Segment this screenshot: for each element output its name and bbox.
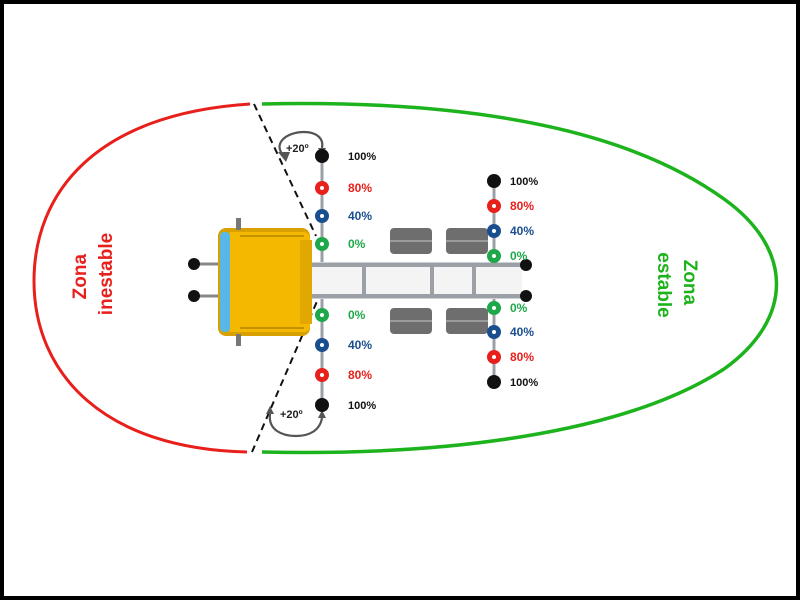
rear-axle-lower-label: 100% (510, 377, 538, 389)
truck-cab (218, 218, 312, 346)
rear-axle-lower-marker (487, 375, 501, 389)
marker-center-dot (492, 330, 496, 334)
extension-markers: 100% 80% 40% 0% 0% 40% 80% 100% 100% 80% 40% 0% 0% 40… (315, 149, 538, 412)
front-axle-upper-label: 40% (348, 209, 372, 223)
unstable-zone-label-line1: Zona (70, 254, 91, 300)
marker-center-dot (320, 373, 324, 377)
front-axle-upper-label: 80% (348, 181, 372, 195)
marker-center-dot (492, 204, 496, 208)
unstable-zone-label: Zona inestable (70, 233, 117, 315)
unstable-zone-arc (32, 102, 251, 454)
rotation-arrow-top: +20º (278, 130, 326, 162)
marker-center-dot (492, 229, 496, 233)
marker-center-dot (320, 343, 324, 347)
marker-center-dot (320, 242, 324, 246)
stable-zone-label-line1: Zona (679, 260, 700, 306)
front-axle-upper-label: 100% (348, 151, 376, 163)
marker-center-dot (320, 186, 324, 190)
outrigger-pad (520, 290, 532, 302)
marker-center-dot (492, 306, 496, 310)
stable-zone-label-line2: estable (653, 252, 674, 317)
rear-axle-lower-label: 80% (510, 350, 534, 364)
front-axle-lower-label: 100% (348, 400, 376, 412)
marker-center-dot (320, 214, 324, 218)
truck-chassis (304, 262, 524, 299)
rear-axle-upper-label: 80% (510, 199, 534, 213)
front-axle-lower-label: 80% (348, 368, 372, 382)
unstable-zone-label-line2: inestable (96, 233, 117, 315)
marker-center-dot (492, 355, 496, 359)
front-axle-lower-label: 40% (348, 338, 372, 352)
rear-axle-lower-label: 40% (510, 325, 534, 339)
rotation-label-top: +20º (286, 143, 309, 155)
rear-axle-lower-label: 0% (510, 301, 528, 315)
marker-center-dot (492, 254, 496, 258)
rear-tires (390, 228, 488, 334)
front-axle-lower-label: 0% (348, 308, 366, 322)
front-axle-upper-label: 0% (348, 237, 366, 251)
rotation-label-bottom: +20º (280, 409, 303, 421)
outrigger-pad (188, 258, 200, 270)
rear-axle-upper-label: 100% (510, 176, 538, 188)
marker-center-dot (320, 313, 324, 317)
rotation-arrow-bottom: +20º (266, 406, 326, 438)
front-axle-lower-marker (315, 398, 329, 412)
stability-diagram: Zona inestable Zona estable +20º +20º (32, 101, 779, 455)
stable-zone-label: Zona estable (653, 252, 700, 317)
rear-axle-upper-marker (487, 174, 501, 188)
rear-axle-upper-label: 40% (510, 224, 534, 238)
diagram-canvas: Zona inestable Zona estable +20º +20º (4, 4, 796, 596)
rear-axle-upper-label: 0% (510, 249, 528, 263)
outrigger-pad (520, 259, 532, 271)
front-axle-upper-marker (315, 149, 329, 163)
boundary-line-top (253, 103, 317, 237)
outrigger-pad (188, 290, 200, 302)
stable-zone-arc (261, 101, 779, 455)
